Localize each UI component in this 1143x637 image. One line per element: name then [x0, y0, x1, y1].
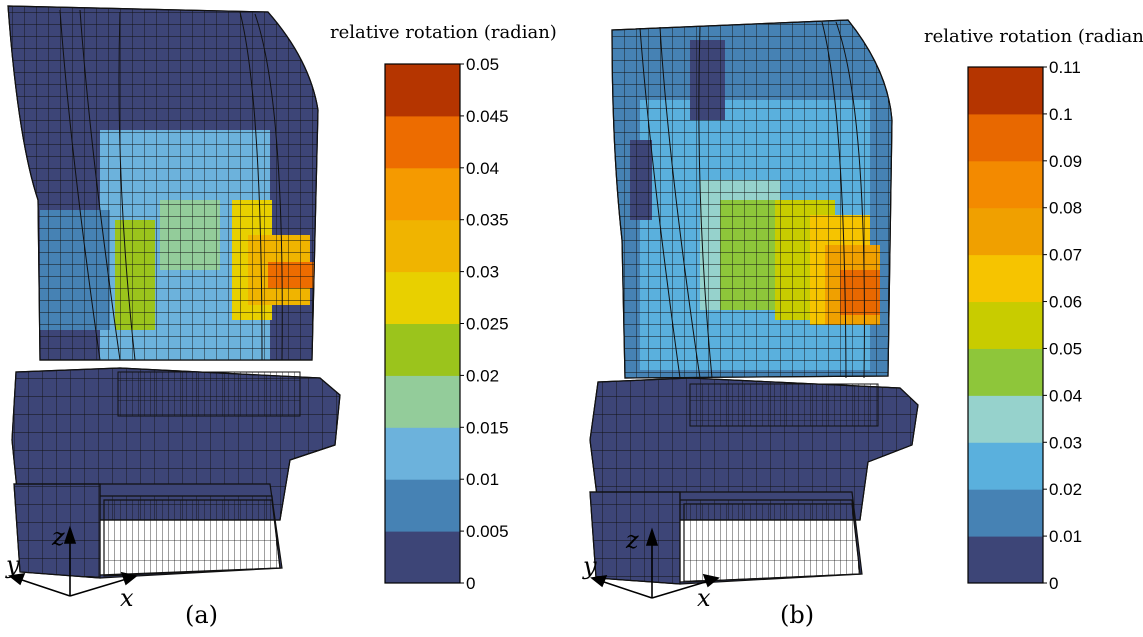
colorbar-frame [967, 66, 1044, 584]
axis-label-z-a: z [51, 523, 65, 551]
axis-label-y-b: y [582, 552, 597, 580]
caption-b: (b) [780, 601, 814, 629]
colorbar-segment [385, 375, 460, 428]
colorbar-segment [385, 531, 460, 584]
axis-label-y-a: y [5, 551, 20, 579]
mesh-model-a [7, 5, 341, 579]
blade-mesh-a [7, 5, 319, 361]
colorbar-tick-label: 0.05 [1049, 339, 1082, 358]
colorbar-segment [385, 323, 460, 376]
caption-a: (a) [185, 601, 218, 629]
colorbar-tick-label: 0.04 [466, 159, 499, 178]
colorbar-segment [968, 207, 1043, 256]
colorbar-tick-label: 0 [1049, 574, 1058, 593]
colorbar-segment [385, 115, 460, 169]
mesh-model-b [589, 19, 919, 585]
colorbar-segment [385, 64, 460, 117]
slot-strip-b [689, 383, 879, 427]
colorbar-tick-label: 0.025 [466, 315, 509, 334]
colorbar-tick-label: 0.1 [1049, 105, 1073, 124]
colorbar-tick-label: 0.06 [1049, 293, 1082, 312]
colorbar-tick-label: 0.005 [466, 522, 509, 541]
colorbar-tick-label: 0.03 [1049, 433, 1082, 452]
colorbar-a: 0 0.005 0.01 0.015 0.02 0.025 0.03 0.035 0.04 0.0… [384, 55, 509, 593]
colorbar-segment [385, 219, 460, 273]
colorbar-tick-label: 0.11 [1049, 58, 1081, 77]
colorbar-segment [968, 254, 1043, 303]
colorbar-tick-label: 0.035 [466, 211, 509, 230]
axis-label-x-b: x [697, 584, 711, 612]
colorbar-segment [968, 113, 1043, 162]
colorbar-tick-label: 0.02 [466, 366, 499, 385]
colorbar-tick-label: 0.045 [466, 107, 509, 126]
colorbar-segment [968, 395, 1043, 443]
colorbar-tick-label: 0.015 [466, 418, 509, 437]
axis-label-z-b: z [625, 526, 639, 554]
panel-a: z y x (a) relative rotation (radian) 0 0.… [5, 5, 557, 629]
axes-triad-b [590, 527, 720, 599]
colorbar-b: 0 0.01 0.02 0.03 0.04 0.05 0.06 0.07 0.08 0.09 0.1… [967, 58, 1082, 593]
colorbar-segment [968, 301, 1043, 349]
colorbar-tick-label: 0.08 [1049, 199, 1082, 218]
colorbar-tick-label: 0.01 [466, 470, 499, 489]
colorbar-segment [968, 67, 1043, 115]
colorbar-tick-label: 0.09 [1049, 152, 1082, 171]
colorbar-segment [385, 167, 460, 221]
root-mesh-a [103, 499, 281, 577]
colorbar-segment [968, 160, 1043, 209]
axis-label-x-a: x [120, 584, 134, 612]
colorbar-tick-label: 0 [466, 574, 475, 593]
colorbar-tick-label: 0.02 [1049, 480, 1082, 499]
colorbar-tick-label: 0.04 [1049, 386, 1082, 405]
colorbar-tick-label: 0.03 [466, 263, 499, 282]
blade-mesh-b [611, 19, 893, 379]
colorbar-tick-label: 0.01 [1049, 527, 1082, 546]
colorbar-segment [385, 271, 460, 324]
axes-triad-a [8, 525, 138, 597]
slot-strip-a [117, 371, 301, 417]
colorbar-segment [968, 489, 1043, 537]
colorbar-segment [968, 442, 1043, 490]
colorbar-segment [968, 348, 1043, 396]
colorbar-title-a: relative rotation (radian) [330, 22, 557, 43]
colorbar-segment [385, 427, 460, 480]
colorbar-segment [385, 479, 460, 532]
colorbar-tick-label: 0.07 [1049, 246, 1082, 265]
colorbar-segment [968, 536, 1043, 584]
panel-b: z y x (b) relative rotation (radian) 0 0.… [582, 19, 1143, 629]
colorbar-title-b: relative rotation (radian) [924, 26, 1143, 47]
colorbar-tick-label: 0.05 [466, 55, 499, 74]
